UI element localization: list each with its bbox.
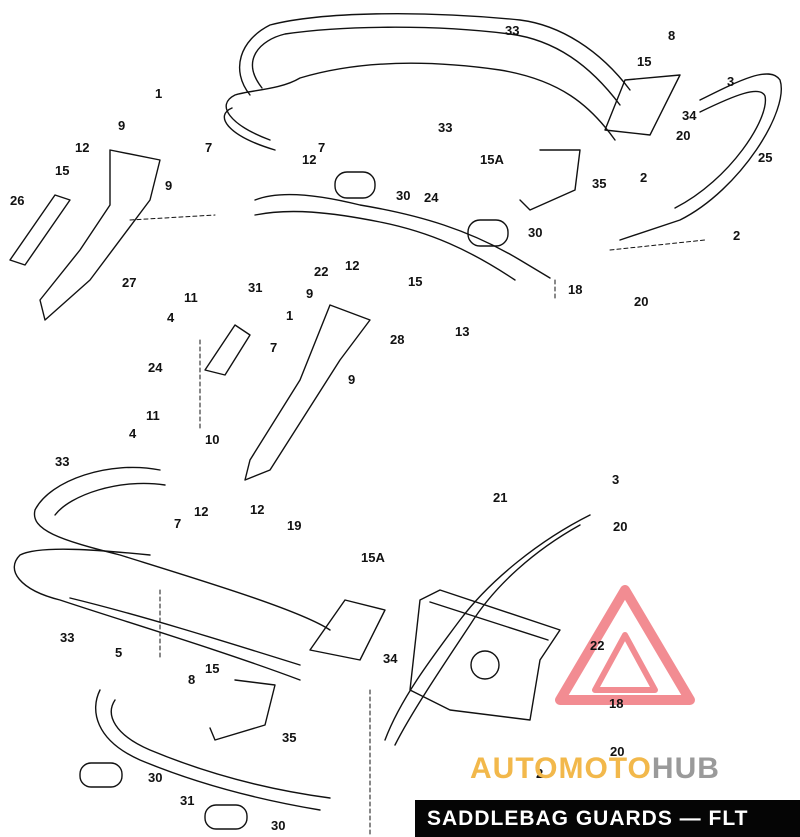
callout-34-top: 34 (682, 108, 697, 123)
bracket-35-lower (209, 679, 276, 741)
callout-17: 19 (287, 518, 301, 533)
callout-10-low: 15 (205, 661, 219, 676)
callout-18-mid: 20 (634, 294, 648, 309)
callout-3-low: 3 (612, 472, 619, 487)
callout-7-low: 7 (174, 516, 181, 531)
callout-28: 27 (122, 275, 136, 290)
callout-23-low: 33 (55, 454, 69, 469)
callout-10-top: 15 (637, 54, 651, 69)
rear-guard-22 (384, 514, 591, 746)
callout-labels: 33 8 15 3 34 20 25 33 15A 35 2 2 1 9 12 … (10, 23, 772, 833)
callout-9-center: 9 (306, 286, 313, 301)
callout-20: 20 (610, 744, 624, 759)
callout-30-mid: 30 (528, 225, 542, 240)
watermark-part1: AUTOMOTO (470, 752, 652, 785)
strip-27 (9, 194, 71, 266)
sleeve-30-a (334, 171, 376, 199)
callout-2-top: 2 (640, 170, 647, 185)
callout-31: 31 (180, 793, 194, 808)
callout-9-mid: 9 (165, 178, 172, 193)
upper-guard-rail-top (239, 12, 631, 106)
callout-29: 28 (390, 332, 404, 347)
callout-23-mid: 33 (438, 120, 452, 135)
watermark-text: AUTOMOTOHUB (470, 752, 720, 786)
callout-9-top: 9 (118, 118, 125, 133)
callout-1-top: 1 (155, 86, 162, 101)
upper-guard-rail-lower (223, 62, 616, 151)
callout-23-bottom: 33 (60, 630, 74, 645)
callout-3-top: 3 (727, 74, 734, 89)
callout-18-low: 20 (613, 519, 627, 534)
callout-18-top: 20 (676, 128, 690, 143)
watermark-part2: HUB (651, 752, 720, 785)
callout-13: 10 (205, 432, 219, 447)
box-hole (470, 650, 500, 680)
callout-11-top: 11 (184, 290, 198, 305)
callout-30-low: 30 (148, 770, 162, 785)
bracket-35-upper (519, 149, 581, 211)
callout-12-center: 12 (345, 258, 359, 273)
callout-4-mid: 4 (129, 426, 137, 441)
callout-35-low: 35 (282, 730, 296, 745)
callout-26: 24 (148, 360, 163, 375)
callout-12-low: 12 (194, 504, 208, 519)
sleeve-30-d (204, 804, 248, 830)
callout-1-center: 1 (286, 308, 293, 323)
saddlebag-box (409, 589, 561, 721)
diagram-title: SADDLEBAG GUARDS — FLT (415, 800, 800, 837)
callout-7-left: 7 (205, 140, 212, 155)
callout-30-top: 30 (396, 188, 410, 203)
lower-guard-rail-b (13, 548, 301, 681)
center-plate-29 (244, 304, 371, 481)
callout-22: 22 (590, 638, 604, 653)
callout-15A-low: 15A (361, 550, 385, 565)
callout-14: 13 (455, 324, 469, 339)
callout-12-bottom: 12 (250, 502, 264, 517)
mount-plate-28 (39, 149, 161, 321)
callout-15-left: 15 (55, 163, 69, 178)
callout-30-bottom: 30 (271, 818, 285, 833)
callout-7-center: 7 (270, 340, 277, 355)
callout-16-top: 18 (568, 282, 582, 297)
callout-23-top: 33 (505, 23, 519, 38)
watermark-logo-icon (555, 585, 695, 705)
crossbar-24 (254, 193, 551, 281)
bracket-33 (204, 324, 251, 376)
callout-21: 25 (758, 150, 772, 165)
callout-16-low: 18 (609, 696, 623, 711)
callout-19: 21 (493, 490, 507, 505)
callout-35-top: 35 (592, 176, 606, 191)
callout-15A-top: 15A (480, 152, 504, 167)
callout-8-low: 8 (188, 672, 195, 687)
callout-25: 22 (314, 264, 328, 279)
callout-2-right: 2 (733, 228, 740, 243)
callout-34-low: 34 (383, 651, 398, 666)
callout-27: 26 (10, 193, 24, 208)
callout-4-top: 4 (167, 310, 175, 325)
bracket-34-upper (604, 74, 681, 136)
lower-guard-rail-a (33, 466, 331, 631)
callout-33: 31 (248, 280, 262, 295)
callout-5: 5 (115, 645, 122, 660)
callout-15-center: 15 (408, 274, 422, 289)
sleeve-30-b (467, 219, 509, 247)
callout-12-left: 12 (75, 140, 89, 155)
callout-11-mid: 11 (146, 408, 160, 423)
callout-12-mid: 12 (302, 152, 316, 167)
sleeve-30-c (79, 762, 123, 788)
callout-8-top: 8 (668, 28, 675, 43)
callout-7-mid: 7 (318, 140, 325, 155)
bracket-34-lower (309, 599, 386, 661)
rear-guard-21 (619, 73, 782, 241)
callout-2-low: 2 (536, 766, 543, 781)
callout-9-low: 9 (348, 372, 355, 387)
lower-bar-31 (94, 689, 331, 811)
callout-24: 24 (424, 190, 439, 205)
